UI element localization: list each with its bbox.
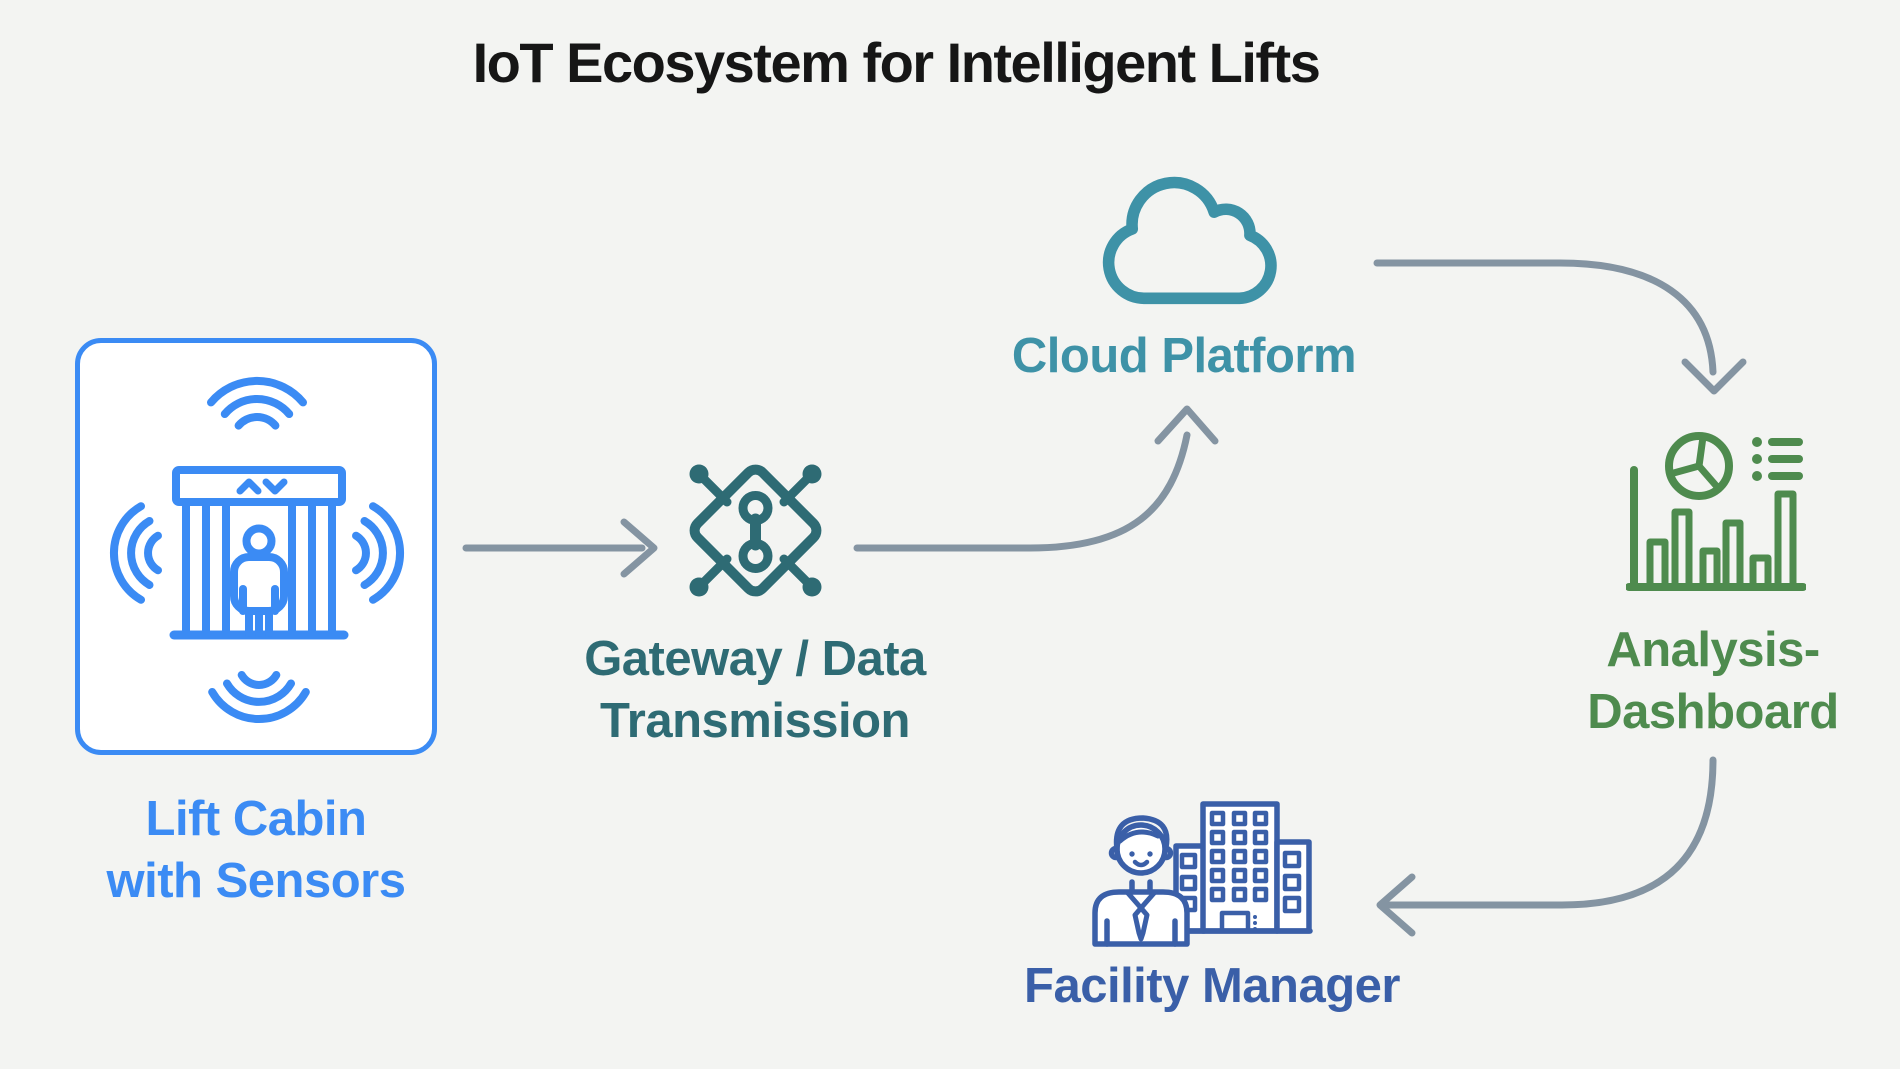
label-line: Lift Cabin <box>145 792 367 846</box>
dashboard-node-label: Analysis- Dashboard <box>1513 619 1900 743</box>
cloud-outline-icon <box>1102 176 1277 305</box>
wifi-waves-left <box>110 502 162 604</box>
pie-chart <box>1665 432 1733 500</box>
label-line: Transmission <box>600 694 910 748</box>
label-line: Dashboard <box>1587 685 1839 739</box>
chip-pin-dots <box>689 464 822 597</box>
lift-sensor-box <box>75 338 437 755</box>
list-glyph <box>1752 437 1803 481</box>
gateway-node-label: Gateway / Data Transmission <box>555 628 955 752</box>
data-link-glyph <box>738 491 773 573</box>
arrow-dashboard-to-manager <box>1376 756 1717 937</box>
wifi-waves-bottom <box>208 671 310 723</box>
arrow-lift-to-gateway <box>462 518 658 578</box>
label-line: Facility Manager <box>1024 959 1400 1013</box>
arrow-gateway-to-cloud <box>853 405 1219 552</box>
label-line: Cloud Platform <box>1011 329 1357 383</box>
diagram-title: IoT Ecosystem for Intelligent Lifts <box>472 31 1321 94</box>
lift-cabin-with-wifi-waves-icon <box>110 377 404 723</box>
buildings <box>1169 801 1313 934</box>
person-with-buildings-icon <box>1092 801 1313 947</box>
wifi-waves-top <box>207 377 307 430</box>
arrow-cloud-to-dashboard <box>1373 259 1747 395</box>
label-line: with Sensors <box>106 854 406 908</box>
wifi-waves-right <box>352 502 404 604</box>
iot-chip-gateway-icon <box>689 464 822 597</box>
charts-dashboard-icon <box>1626 432 1806 591</box>
label-line: Gateway / Data <box>584 632 926 686</box>
chip-diamond <box>689 464 822 597</box>
cloud-node-label: Cloud Platform <box>984 325 1384 387</box>
passenger-icon <box>230 524 288 637</box>
bar-chart <box>1646 490 1797 591</box>
lift-node-label: Lift Cabin with Sensors <box>56 788 456 912</box>
label-line: Analysis- <box>1606 623 1820 677</box>
manager-person <box>1092 815 1190 947</box>
manager-node-label: Facility Manager <box>1012 955 1412 1017</box>
